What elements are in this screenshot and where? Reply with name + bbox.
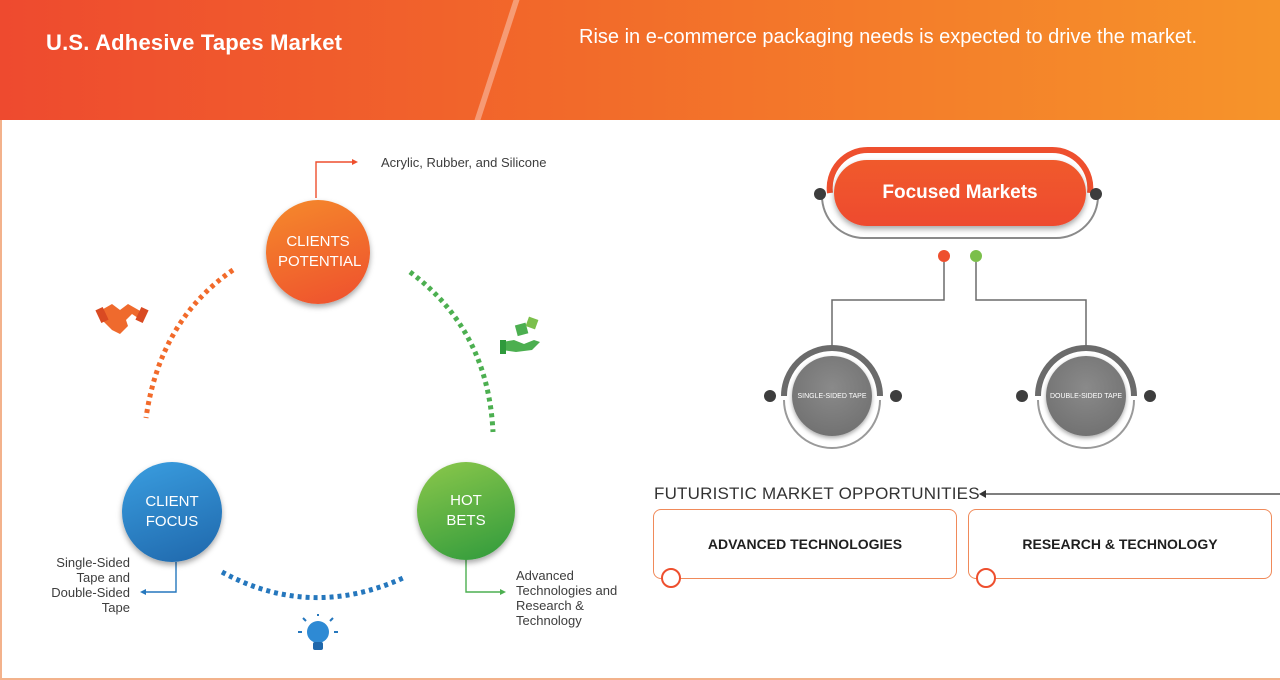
client-focus-label: CLIENT FOCUS	[145, 493, 199, 530]
focused-markets-title: Focused Markets	[834, 160, 1086, 226]
connector-to-double	[975, 262, 1087, 346]
ring-marker	[661, 568, 681, 588]
connector-hot-note	[465, 560, 500, 593]
hot-bets-label: HOT BETS	[446, 492, 486, 529]
client-focus-node: CLIENT FOCUS	[122, 462, 222, 562]
focused-frame-top	[826, 146, 1094, 194]
client-focus-note: Single-Sided Tape and Double-Sided Tape	[51, 555, 130, 615]
connector-dot-green	[970, 250, 982, 262]
double-sided-tape-label: DOUBLE-SIDED TAPE	[1049, 392, 1123, 400]
hot-bets-node: HOT BETS	[417, 462, 515, 560]
connector-focus-note	[146, 562, 177, 593]
lightbulb-icon	[298, 614, 338, 650]
page-subtitle: Rise in e-commerce packaging needs is ex…	[579, 26, 1198, 48]
clients-potential-note: Acrylic, Rubber, and Silicone	[381, 155, 547, 170]
dice-hand-icon	[500, 316, 540, 354]
arc-green	[408, 269, 496, 433]
arc-blue	[220, 569, 405, 600]
connector-clients-note	[315, 161, 352, 198]
opportunities-title: FUTURISTIC MARKET OPPORTUNITIES	[654, 484, 980, 503]
arc-orange	[143, 267, 235, 419]
hot-bets-note: Advanced Technologies and Research & Tec…	[516, 568, 618, 628]
opportunity-label: ADVANCED TECHNOLOGIES	[707, 536, 903, 552]
content-frame	[0, 120, 1280, 680]
connector-dot-red	[938, 250, 950, 262]
opportunity-advanced-technologies: ADVANCED TECHNOLOGIES	[653, 509, 957, 579]
focused-frame-bottom	[821, 195, 1099, 239]
opportunity-label: RESEARCH & TECHNOLOGY	[1022, 536, 1218, 552]
clients-potential-label: CLIENTS POTENTIAL	[278, 233, 362, 270]
header-banner: U.S. Adhesive Tapes Market Rise in e-com…	[0, 0, 1280, 120]
page-title: U.S. Adhesive Tapes Market	[46, 30, 343, 55]
ring-marker	[976, 568, 996, 588]
clients-potential-node: CLIENTS POTENTIAL	[266, 200, 370, 304]
connector-to-single	[831, 262, 945, 346]
double-sided-tape-node: DOUBLE-SIDED TAPE	[1046, 356, 1126, 436]
handshake-icon	[95, 304, 149, 334]
opportunity-research-technology: RESEARCH & TECHNOLOGY	[968, 509, 1272, 579]
single-sided-tape-node: SINGLE-SIDED TAPE	[792, 356, 872, 436]
single-sided-tape-label: SINGLE-SIDED TAPE	[797, 392, 867, 400]
